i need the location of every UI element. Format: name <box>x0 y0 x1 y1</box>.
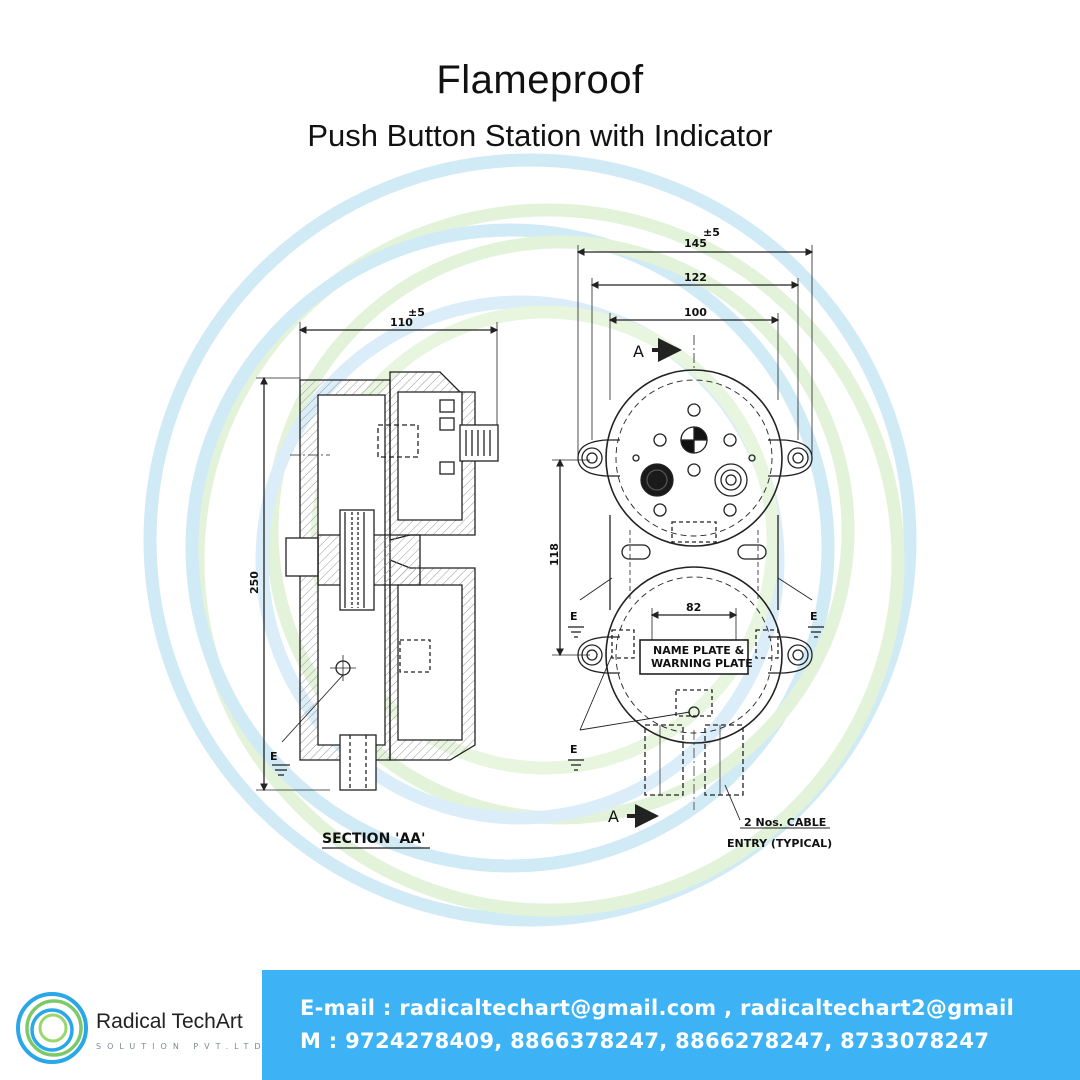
front-view <box>552 245 830 829</box>
side-width-dim: 110 <box>390 316 413 329</box>
side-width-tol: ±5 <box>408 306 425 319</box>
section-marker-top: A <box>633 342 644 361</box>
cable-entry-line2: ENTRY (TYPICAL) <box>727 837 832 850</box>
email-line: E-mail : radicaltechart@gmail.com , radi… <box>300 996 1015 1020</box>
earth-label-bottom: E <box>570 743 578 756</box>
cable-entry-line1: 2 Nos. CABLE <box>744 816 826 829</box>
dim-vertical: 118 <box>548 543 561 566</box>
section-label: SECTION 'AA' <box>322 831 425 847</box>
footer-brand: Radical TechArt SOLUTION PVT.LTD. <box>0 970 269 1080</box>
earth-label-right: E <box>810 610 818 623</box>
dim-mid: 122 <box>684 271 707 284</box>
dim-outer-tol: ±5 <box>703 226 720 239</box>
side-section-view <box>256 322 499 792</box>
side-earth-label: E <box>270 750 278 763</box>
section-marker-bottom: A <box>608 807 619 826</box>
side-height-dim: 250 <box>248 571 261 594</box>
dim-inner: 100 <box>684 306 707 319</box>
brand-logo-icon <box>16 992 88 1064</box>
earth-label-left: E <box>570 610 578 623</box>
name-plate-line2: WARNING PLATE <box>651 657 753 670</box>
dim-outer: 145 <box>684 237 707 250</box>
contact-bar: E-mail : radicaltechart@gmail.com , radi… <box>262 970 1080 1080</box>
dim-lower-inner: 82 <box>686 601 701 614</box>
phone-line: M : 9724278409, 8866378247, 8866278247, … <box>300 1029 990 1053</box>
page-subtitle: Push Button Station with Indicator <box>307 118 773 153</box>
brand-tagline: SOLUTION PVT.LTD. <box>96 1042 276 1051</box>
page-title: Flameproof <box>436 58 644 102</box>
name-plate-line1: NAME PLATE & <box>653 644 745 657</box>
brand-name: Radical TechArt <box>96 1010 243 1033</box>
